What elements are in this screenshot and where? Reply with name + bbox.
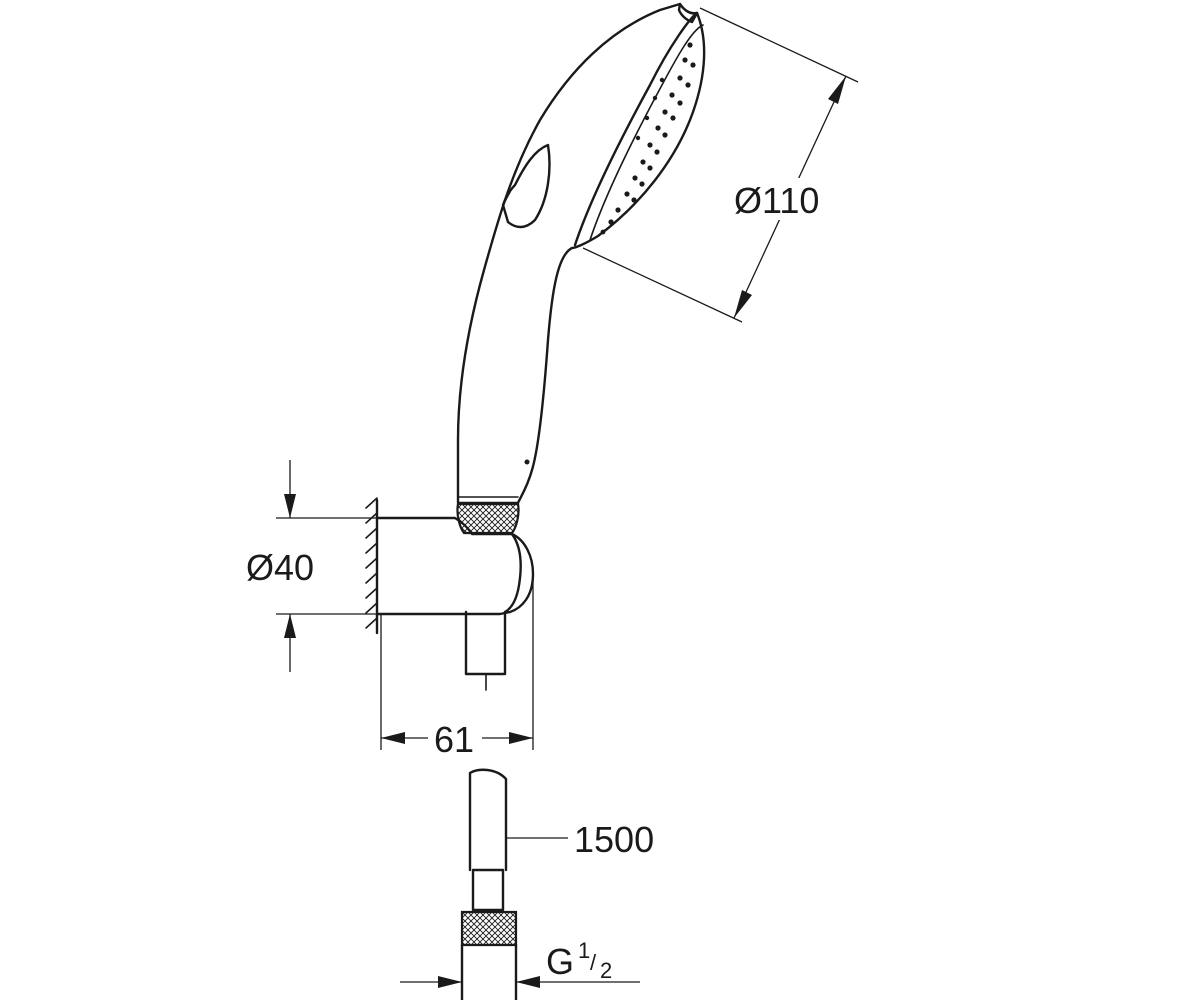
- hose-nut-knurl: [460, 910, 518, 947]
- arrow-top: [284, 494, 296, 518]
- wall-hatching: [365, 497, 378, 629]
- arrow-left: [381, 732, 405, 744]
- thread-letter: G: [546, 941, 574, 982]
- dimension-thread: G 1 / 2: [400, 938, 640, 988]
- arrow-bottom: [734, 290, 752, 318]
- head-top-notch: [677, 2, 699, 24]
- holder-body: [375, 516, 535, 616]
- hand-shower-body: [456, 2, 706, 505]
- handle-mark: [524, 459, 530, 465]
- holder-depth-label: 61: [434, 719, 474, 760]
- hose-end-sleeve: [471, 868, 505, 912]
- hose-length-label: 1500: [574, 819, 654, 860]
- arrow-top: [828, 76, 846, 104]
- button-edge: [502, 191, 511, 206]
- nozzle-pattern: [600, 42, 696, 235]
- arrow-bottom: [284, 614, 296, 638]
- dimension-holder-depth: 61: [380, 574, 534, 760]
- dimension-holder-diameter: Ø40: [246, 460, 377, 672]
- hose-section: [460, 768, 518, 1000]
- head-face-rim: [573, 11, 699, 247]
- arrow-right: [509, 732, 533, 744]
- extension-line-top: [699, 7, 859, 83]
- thread-denominator: 2: [600, 958, 612, 983]
- hose-tube: [468, 768, 508, 872]
- hand-shower: [456, 2, 706, 535]
- holder-cup-curve: [503, 532, 522, 614]
- dimension-head-diameter: Ø110: [582, 7, 859, 323]
- wall-holder: [365, 497, 535, 691]
- label-bg: [728, 178, 840, 220]
- holder-diameter-label: Ø40: [246, 547, 314, 588]
- extension-line-bottom: [582, 247, 743, 323]
- dimension-hose-length: 1500: [506, 819, 654, 860]
- arrow-right: [516, 976, 540, 988]
- thread-slash: /: [590, 950, 597, 975]
- hose-below-holder: [464, 610, 507, 676]
- arrow-left: [438, 976, 462, 988]
- head-face-inner: [589, 24, 704, 241]
- thread-numerator: 1: [578, 938, 590, 963]
- head-diameter-label: Ø110: [734, 180, 819, 221]
